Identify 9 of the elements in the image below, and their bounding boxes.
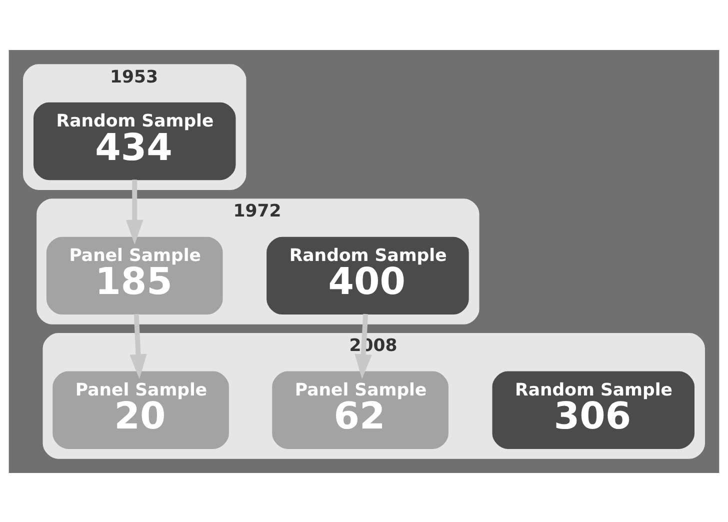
- node-box: Random Sample 306: [492, 370, 694, 448]
- node-box: Panel Sample 62: [272, 370, 448, 448]
- arrow: [354, 313, 372, 379]
- arrow: [126, 179, 144, 244]
- node-box: Random Sample 400: [266, 236, 469, 314]
- arrow: [130, 313, 147, 379]
- node-box: Panel Sample 20: [52, 370, 229, 448]
- node-box: Panel Sample 185: [46, 236, 223, 314]
- node-box: Random Sample 434: [34, 102, 236, 180]
